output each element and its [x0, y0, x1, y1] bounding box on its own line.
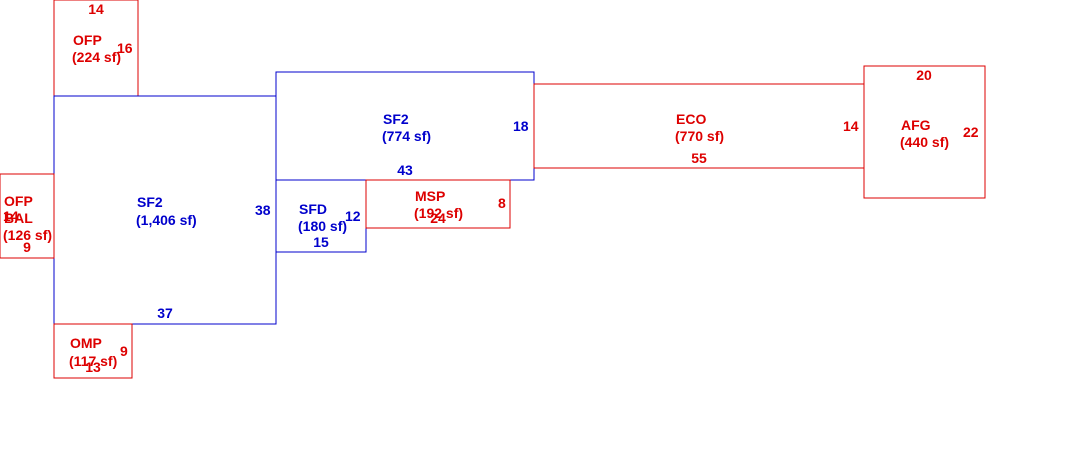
- omp-area: (117 sf): [69, 353, 117, 369]
- area-omp: OMP (117 sf) 9 13: [53, 323, 133, 379]
- ofp-top-dim-right: 16: [117, 40, 133, 56]
- ofp-top-area: (224 sf): [72, 49, 121, 65]
- omp-code: OMP: [70, 335, 102, 351]
- ofp-bal-outline: [0, 173, 55, 259]
- ofp-top-dim-top: 14: [88, 1, 104, 17]
- area-msp: MSP (192 sf) 8 24: [365, 179, 511, 229]
- eco-area: (770 sf): [675, 128, 724, 144]
- sf2-main-dim-bottom: 37: [157, 305, 173, 321]
- eco-dim-right: 14: [843, 118, 859, 134]
- sf2-upper-dim-bottom: 43: [397, 162, 413, 178]
- sfd-dim-right: 12: [345, 208, 361, 224]
- area-sfd: SFD (180 sf) 12 15: [275, 179, 367, 253]
- msp-code: MSP: [415, 188, 445, 204]
- area-ofp-top: OFP (224 sf) 14 16: [53, 0, 139, 97]
- sfd-code: SFD: [299, 201, 327, 217]
- sf2-upper-code: SF2: [383, 111, 409, 127]
- area-sf2-main: SF2 (1,406 sf) 38 37: [53, 95, 277, 325]
- ofp-bal-code: OFP: [4, 193, 33, 209]
- msp-dim-right: 8: [498, 195, 506, 211]
- area-ofp-bal: OFP BAL (126 sf) 14 9: [0, 173, 55, 259]
- sf2-upper-area: (774 sf): [382, 128, 431, 144]
- afg-dim-right: 22: [963, 124, 979, 140]
- sfd-area: (180 sf): [298, 218, 347, 234]
- sf2-upper-dim-right: 18: [513, 118, 529, 134]
- omp-dim-bottom: 13: [85, 359, 101, 375]
- ofp-top-code: OFP: [73, 32, 102, 48]
- msp-area: (192 sf): [414, 205, 463, 221]
- ofp-bal-area: (126 sf): [3, 227, 52, 243]
- sf2-main-outline: [53, 95, 277, 325]
- ofp-bal-code2: BAL: [4, 210, 33, 226]
- eco-code: ECO: [676, 111, 706, 127]
- area-afg: AFG (440 sf) 20 22: [863, 65, 986, 199]
- omp-outline: [53, 323, 133, 379]
- ofp-bal-dim-bottom: 9: [23, 239, 31, 255]
- afg-code: AFG: [901, 117, 931, 133]
- sfd-dim-bottom: 15: [313, 234, 329, 250]
- sf2-main-area: (1,406 sf): [136, 212, 197, 228]
- afg-dim-top: 20: [916, 67, 932, 83]
- sf2-main-dim-right: 38: [255, 202, 271, 218]
- area-sf2-upper: SF2 (774 sf) 18 43: [275, 71, 535, 181]
- area-eco: ECO (770 sf) 14 55: [533, 83, 865, 169]
- eco-dim-bottom: 55: [691, 150, 707, 166]
- sf2-main-code: SF2: [137, 194, 163, 210]
- afg-outline: [863, 65, 986, 199]
- afg-area: (440 sf): [900, 134, 949, 150]
- msp-dim-bottom: 24: [430, 210, 446, 226]
- omp-dim-right: 9: [120, 343, 128, 359]
- msp-outline: [365, 179, 511, 229]
- ofp-bal-dim-left: 14: [3, 208, 19, 224]
